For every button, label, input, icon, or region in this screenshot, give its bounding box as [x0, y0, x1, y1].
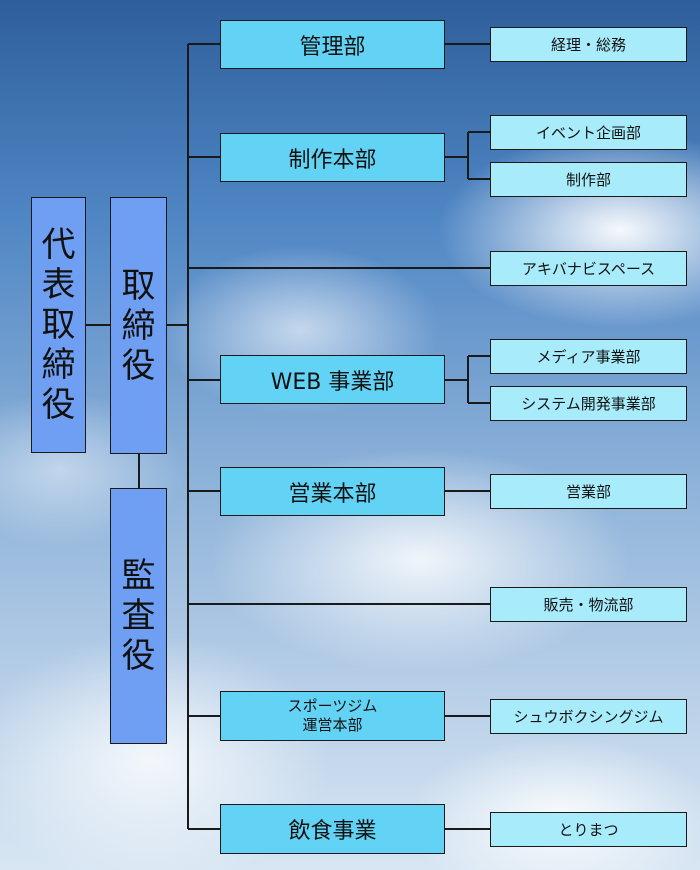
- director-char: 締: [121, 305, 156, 346]
- unit-akiba-space: アキバナビスペース: [490, 251, 687, 286]
- ceo-char: 取: [41, 305, 76, 345]
- auditor-char: 査: [121, 596, 156, 636]
- director-box: 取 締 役: [110, 197, 167, 454]
- dept-food: 飲食事業: [220, 804, 445, 854]
- auditor-box: 監 査 役: [110, 488, 167, 744]
- unit-accounting: 経理・総務: [490, 27, 687, 62]
- ceo-char: 締: [41, 345, 76, 385]
- dept-management: 管理部: [220, 20, 445, 69]
- ceo-box: 代 表 取 締 役: [31, 197, 86, 453]
- dept-sales: 営業本部: [220, 467, 445, 516]
- dept-production: 制作本部: [220, 133, 445, 182]
- director-char: 役: [121, 345, 156, 386]
- unit-production: 制作部: [490, 162, 687, 197]
- unit-system-dev: システム開発事業部: [490, 386, 687, 421]
- director-char: 取: [121, 265, 156, 306]
- auditor-char: 監: [121, 556, 156, 596]
- dept-sports-line2: 運営本部: [302, 716, 363, 734]
- unit-sales: 営業部: [490, 474, 687, 509]
- dept-sports-line1: スポーツジム: [287, 697, 378, 715]
- unit-media: メディア事業部: [490, 339, 687, 374]
- dept-web: WEB 事業部: [220, 355, 445, 404]
- auditor-char: 役: [121, 636, 156, 676]
- ceo-char: 役: [41, 385, 76, 425]
- unit-logistics: 販売・物流部: [490, 587, 687, 622]
- ceo-char: 表: [41, 265, 76, 305]
- unit-torimatsu: とりまつ: [490, 812, 687, 847]
- unit-event-planning: イベント企画部: [490, 115, 687, 150]
- ceo-char: 代: [41, 225, 76, 265]
- unit-boxing-gym: シュウボクシングジム: [490, 699, 687, 734]
- dept-sports: スポーツジム 運営本部: [220, 691, 445, 741]
